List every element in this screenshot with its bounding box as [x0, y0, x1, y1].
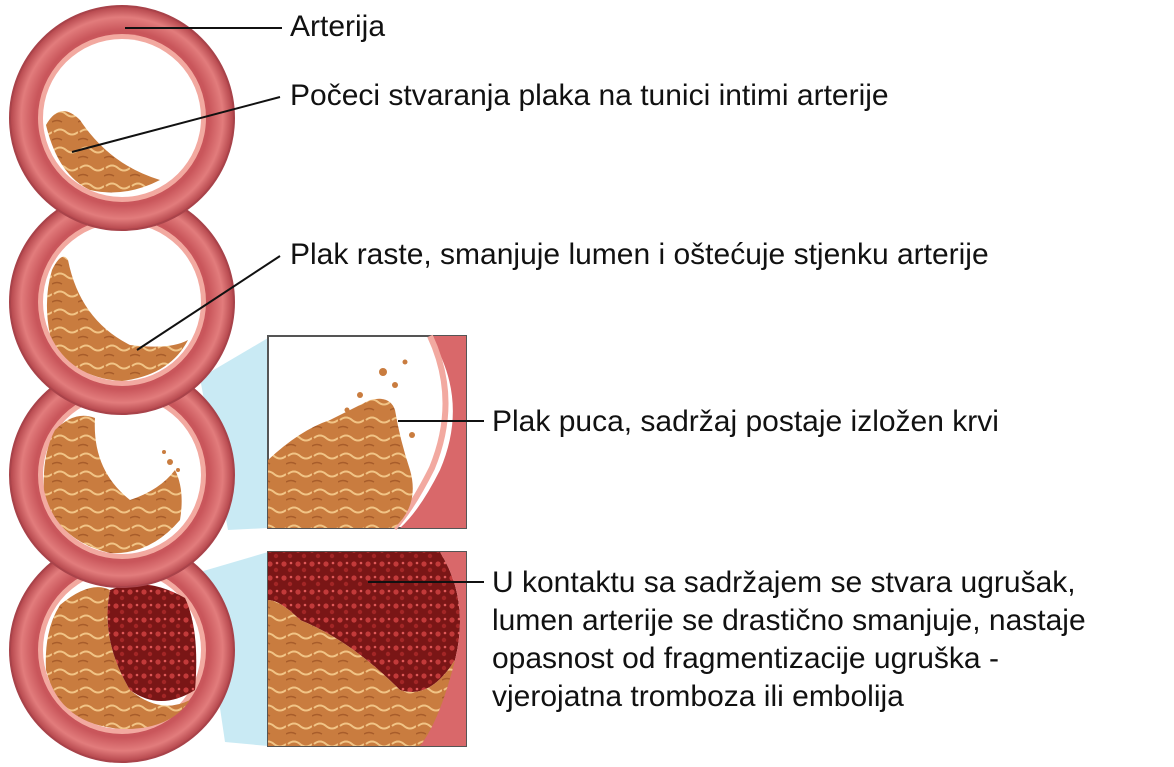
label-clot-line-2: lumen arterije se drastično smanjuje, na…: [492, 602, 1086, 640]
label-plaque-rupture: Plak puca, sadržaj postaje izložen krvi: [492, 405, 999, 439]
label-clot-line-3: opasnost od fragmentizacije ugruška -: [492, 640, 1086, 678]
label-arterija: Arterija: [290, 10, 385, 44]
label-clot-line-1: U kontaktu sa sadržajem se stvara ugruša…: [492, 564, 1086, 602]
label-early-plaque: Počeci stvaranja plaka na tunici intimi …: [290, 79, 889, 113]
label-clot-line-4: vjerojatna tromboza ili embolija: [492, 678, 1086, 716]
label-clot-formation: U kontaktu sa sadržajem se stvara ugruša…: [492, 564, 1086, 716]
zoom-panel-rupture: [268, 336, 466, 528]
label-plaque-growth: Plak raste, smanjuje lumen i oštećuje st…: [290, 238, 989, 272]
